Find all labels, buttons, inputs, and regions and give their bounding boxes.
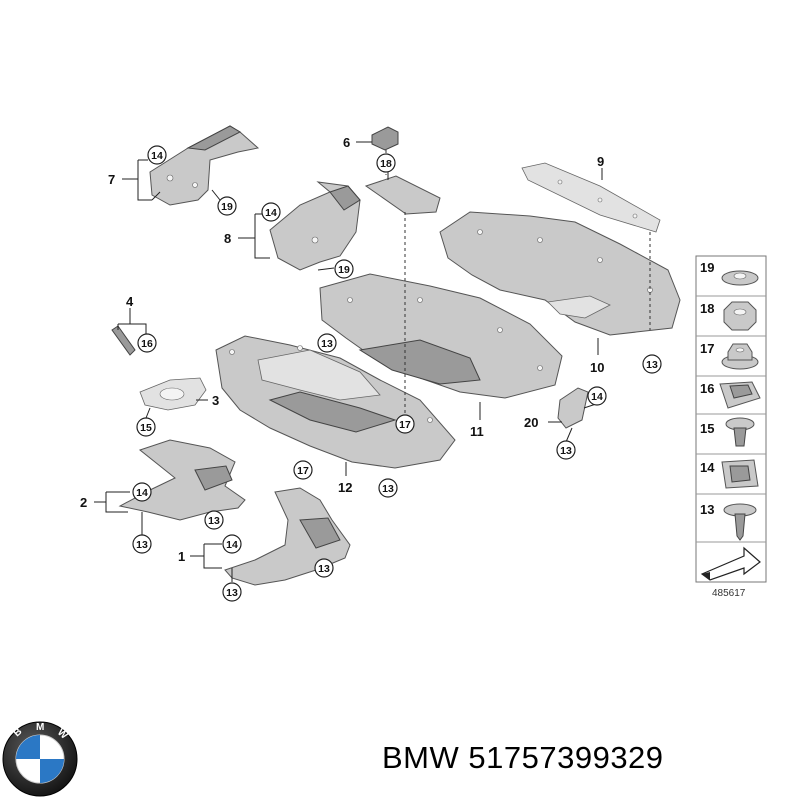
circle-16: 16	[137, 333, 157, 353]
part-6-shape	[371, 126, 399, 151]
circle-17-b: 17	[293, 460, 313, 480]
direction-arrow-icon	[700, 546, 761, 581]
part-2-shape	[118, 439, 246, 521]
svg-text:17: 17	[297, 465, 309, 477]
part-11-shape	[319, 273, 563, 399]
part-7-shape	[149, 125, 260, 206]
callout-6: 6	[343, 135, 350, 150]
svg-text:13: 13	[560, 445, 572, 457]
clip-nut-icon	[719, 381, 761, 409]
part-caption: BMW 51757399329	[382, 740, 664, 776]
circle-14-a: 14	[147, 145, 167, 165]
callout-4: 4	[126, 294, 134, 309]
svg-text:14: 14	[136, 487, 148, 499]
svg-text:13: 13	[136, 539, 148, 551]
part-number: 51757399329	[468, 740, 664, 775]
svg-text:19: 19	[221, 201, 233, 213]
circle-19-a: 19	[217, 196, 237, 216]
nut-icon	[723, 301, 757, 331]
svg-text:14: 14	[226, 539, 238, 551]
legend-label-15: 15	[700, 421, 714, 436]
push-rivet-icon	[725, 417, 755, 447]
circle-13-e: 13	[204, 510, 224, 530]
svg-text:13: 13	[226, 587, 238, 599]
circle-17-a: 17	[395, 414, 415, 434]
part-9-shape	[521, 162, 661, 233]
svg-text:13: 13	[321, 338, 333, 350]
callout-2: 2	[80, 495, 87, 510]
svg-text:14: 14	[151, 150, 163, 162]
legend-label-14: 14	[700, 460, 715, 475]
part-12-shape	[215, 335, 456, 469]
callout-20: 20	[524, 415, 538, 430]
svg-text:15: 15	[140, 422, 152, 434]
svg-text:13: 13	[208, 515, 220, 527]
part-4-shape	[111, 325, 136, 356]
callout-10: 10	[590, 360, 604, 375]
part-5-shape	[364, 175, 441, 215]
circle-13-g: 13	[314, 558, 334, 578]
leader-lines	[94, 141, 603, 582]
svg-text:14: 14	[265, 207, 277, 219]
callout-12: 12	[338, 480, 352, 495]
circle-13-d: 13	[378, 478, 398, 498]
svg-text:14: 14	[591, 391, 603, 403]
callout-1: 1	[178, 549, 185, 564]
circle-15: 15	[136, 417, 156, 437]
callout-3: 3	[212, 393, 219, 408]
part-10-shape	[439, 211, 681, 336]
part-8-shape	[269, 181, 361, 271]
circle-18: 18	[376, 153, 396, 173]
brand-name: BMW	[382, 740, 460, 775]
circle-14-e: 14	[222, 534, 242, 554]
svg-text:18: 18	[380, 158, 392, 170]
diagram-reference-number: 485617	[712, 588, 746, 599]
part-20-shape	[557, 387, 589, 429]
svg-text:13: 13	[646, 359, 658, 371]
callout-9: 9	[597, 154, 604, 169]
callout-11: 11	[470, 424, 484, 439]
part-3-shape	[139, 377, 207, 411]
circle-14-b: 14	[261, 202, 281, 222]
circle-19-b: 19	[334, 259, 354, 279]
bmw-logo: B M W	[2, 721, 78, 797]
circle-13-a: 13	[317, 333, 337, 353]
svg-text:13: 13	[382, 483, 394, 495]
svg-text:17: 17	[399, 419, 411, 431]
spring-nut-icon	[721, 459, 759, 489]
svg-text:19: 19	[338, 264, 350, 276]
svg-text:13: 13	[318, 563, 330, 575]
circle-14-d: 14	[132, 482, 152, 502]
callout-7: 7	[108, 172, 115, 187]
flange-nut-icon	[721, 343, 759, 370]
svg-text:16: 16	[141, 338, 153, 350]
legend-label-16: 16	[700, 381, 714, 396]
washer-icon	[721, 270, 759, 286]
circle-14-c: 14	[587, 386, 607, 406]
legend-label-13: 13	[700, 502, 714, 517]
screw-icon	[723, 503, 757, 541]
fastener-legend: 19 18 17 16 15 14 13	[695, 255, 767, 583]
legend-label-17: 17	[700, 341, 714, 356]
legend-label-18: 18	[700, 301, 714, 316]
svg-text:M: M	[36, 722, 44, 733]
circle-13-c: 13	[556, 440, 576, 460]
callout-8: 8	[224, 231, 231, 246]
circle-13-h: 13	[222, 582, 242, 602]
circle-13-b: 13	[642, 354, 662, 374]
legend-label-19: 19	[700, 260, 714, 275]
circle-13-f: 13	[132, 534, 152, 554]
